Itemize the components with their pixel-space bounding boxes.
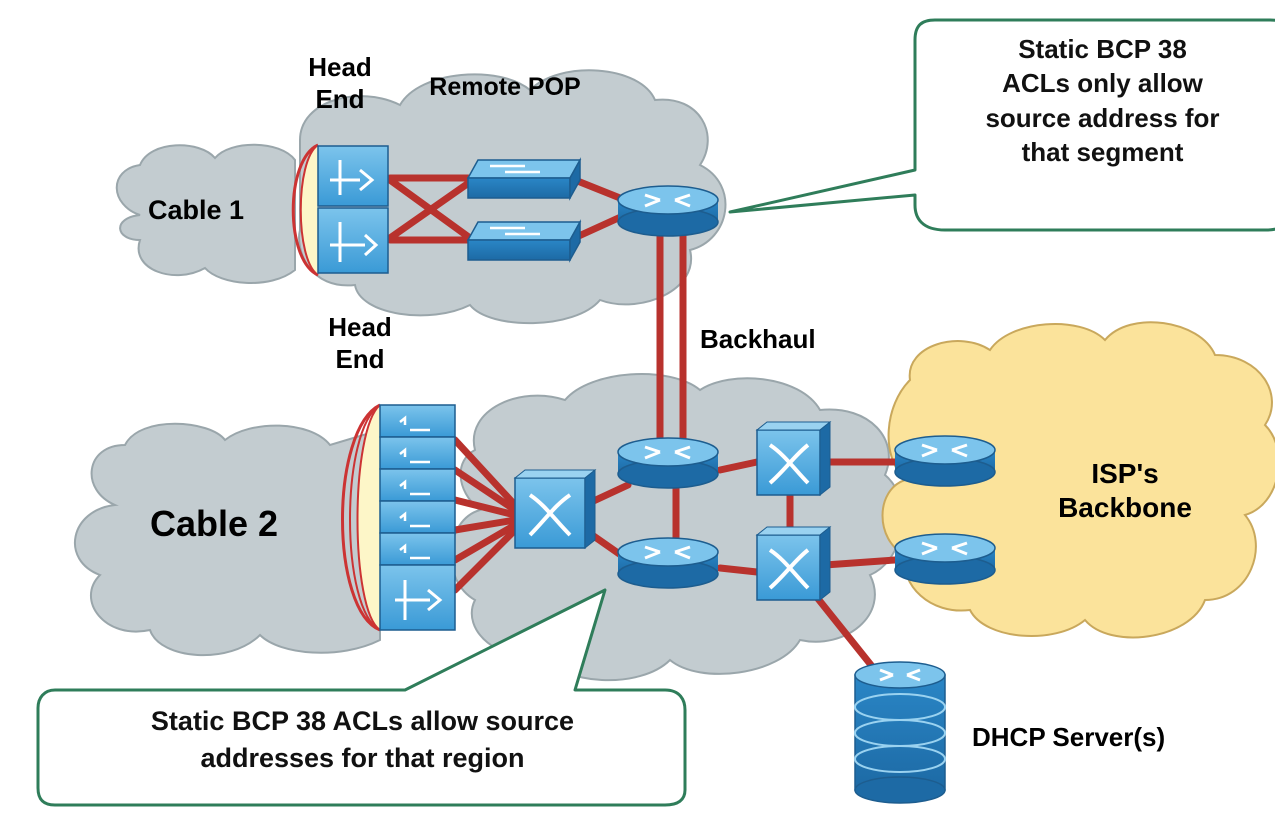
cable-2-label: Cable 2 bbox=[150, 502, 330, 546]
router-icon bbox=[895, 436, 995, 486]
router-icon bbox=[618, 438, 718, 488]
cable-1-label: Cable 1 bbox=[148, 194, 278, 227]
router-icon bbox=[618, 538, 718, 588]
atm-switch-icon bbox=[757, 422, 830, 495]
atm-switch-icon bbox=[515, 470, 595, 548]
cmts-icon bbox=[343, 405, 456, 630]
atm-switch-icon bbox=[757, 527, 830, 600]
head-end-2-label: Head End bbox=[300, 312, 420, 375]
server-icon bbox=[855, 662, 945, 803]
remote-pop-label: Remote POP bbox=[405, 72, 605, 103]
router-icon bbox=[618, 186, 718, 236]
cmts-icon bbox=[293, 145, 388, 275]
head-end-1-label: Head End bbox=[280, 52, 400, 115]
router-icon bbox=[895, 534, 995, 584]
isp-backbone-label: ISP's Backbone bbox=[1030, 457, 1220, 525]
switch-icon bbox=[468, 222, 580, 260]
callout-top-text: Static BCP 38 ACLs only allow source add… bbox=[930, 32, 1275, 169]
backhaul-label: Backhaul bbox=[700, 324, 870, 356]
switch-icon bbox=[468, 160, 580, 198]
dhcp-servers-label: DHCP Server(s) bbox=[972, 722, 1242, 754]
callout-bottom-text: Static BCP 38 ACLs allow source addresse… bbox=[50, 703, 675, 778]
